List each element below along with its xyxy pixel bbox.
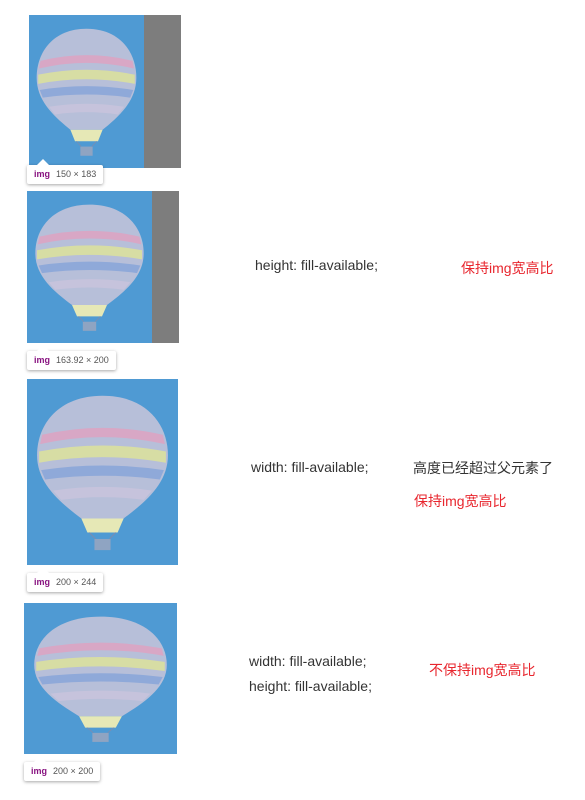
balloon-image-4 [24, 603, 177, 754]
tooltip-size: 200 × 244 [56, 577, 97, 587]
img-size-tooltip-3: img 200 × 244 [27, 567, 104, 592]
note-keep-ratio-3: 保持img宽高比 [414, 493, 507, 509]
img-size-tooltip-2: img 163.92 × 200 [27, 345, 116, 370]
note-not-keep-ratio: 不保持img宽高比 [429, 662, 536, 678]
img-size-tooltip-4: img 200 × 200 [24, 756, 101, 781]
note-height-exceeds: 高度已经超过父元素了 [413, 460, 553, 476]
hot-air-balloon-icon [24, 603, 177, 754]
css-rule-width-both: width: fill-available; [249, 653, 367, 669]
note-keep-ratio-2: 保持img宽高比 [461, 260, 554, 276]
balloon-image-3 [27, 379, 178, 565]
balloon-image-1 [29, 15, 144, 168]
hot-air-balloon-icon [27, 191, 152, 343]
tooltip-tag: img [34, 355, 51, 365]
css-rule-width: width: fill-available; [251, 459, 369, 475]
css-rule-height-both: height: fill-available; [249, 678, 372, 694]
img-size-tooltip-1: img 150 × 183 [27, 159, 104, 184]
balloon-image-2 [27, 191, 152, 343]
tooltip-tag: img [34, 577, 51, 587]
tooltip-size: 150 × 183 [56, 169, 97, 179]
tooltip-tag: img [31, 766, 48, 776]
css-rule-height: height: fill-available; [255, 257, 378, 273]
hot-air-balloon-icon [27, 379, 178, 565]
hot-air-balloon-icon [29, 15, 144, 168]
tooltip-tag: img [34, 169, 51, 179]
tooltip-size: 200 × 200 [53, 766, 94, 776]
tooltip-size: 163.92 × 200 [56, 355, 109, 365]
